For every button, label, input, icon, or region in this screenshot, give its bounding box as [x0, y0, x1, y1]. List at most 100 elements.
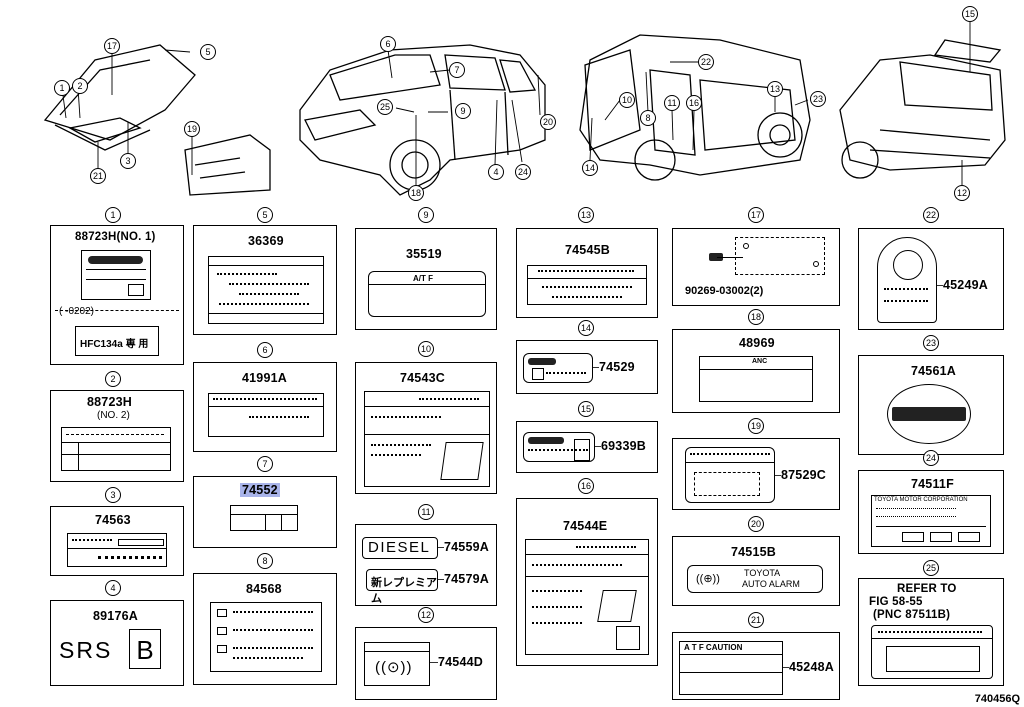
part-number: 74515B: [731, 545, 776, 559]
label-premium: 新レプレミアム: [366, 569, 438, 605]
panel-number-19: 19: [748, 418, 764, 434]
panel-number-18: 18: [748, 309, 764, 325]
panel-number-7: 7: [257, 456, 273, 472]
callout-22: 22: [698, 54, 714, 70]
label-illustration: [230, 505, 298, 531]
suv-front-illustration: [299, 44, 546, 196]
highlighted-part-number[interactable]: 74552: [240, 483, 280, 497]
reference-line-3: (PNC 87511B): [873, 609, 951, 621]
callout-18: 18: [408, 185, 424, 201]
callout-1: 1: [54, 80, 70, 96]
part-number: 41991A: [242, 371, 287, 385]
part-number: 74561A: [911, 364, 956, 378]
part-number-a: 74559A: [444, 540, 489, 554]
panel-number-24: 24: [923, 450, 939, 466]
panel-18: 48969 ANC: [672, 329, 840, 413]
suv-rear-illustration: [839, 54, 1006, 171]
label-illustration: [208, 256, 324, 324]
callout-8: 8: [640, 110, 656, 126]
part-number: 74544D: [438, 655, 483, 669]
door-hanger-label: [877, 237, 937, 323]
panel-4: 89176A SRS B: [50, 600, 184, 686]
panel-21: A T F CAUTION 45248A: [672, 632, 840, 700]
label-illustration: [871, 625, 993, 679]
panel-number-6: 6: [257, 342, 273, 358]
panel-22: 45249A: [858, 228, 1004, 330]
screw-icon: [709, 253, 723, 261]
callout-11: 11: [664, 95, 680, 111]
panel-20: 74515B ((⊕)) TOYOTA AUTO ALARM: [672, 536, 840, 606]
label-illustration: [525, 539, 649, 655]
hood-illustration: [43, 44, 196, 141]
panel-11: DIESEL 74559A 新レプレミアム 74579A: [355, 524, 497, 606]
part-number: 45248A: [789, 660, 834, 674]
panel-5: 36369: [193, 225, 337, 335]
panel-number-4: 4: [105, 580, 121, 596]
door-jamb-illustration: [184, 134, 271, 196]
sub-note: (NO. 2): [97, 410, 130, 421]
panel-6: 41991A: [193, 362, 337, 452]
part-number: 88723H(NO. 1): [75, 231, 156, 243]
panel-number-11: 11: [418, 504, 434, 520]
label-illustration: [61, 427, 171, 471]
part-number: 36369: [248, 234, 284, 248]
label-illustration: [523, 353, 593, 383]
panel-number-20: 20: [748, 516, 764, 532]
panel-8: 84568: [193, 573, 337, 685]
callout-9: 9: [455, 103, 471, 119]
callout-7: 7: [449, 62, 465, 78]
panel-16: 74544E: [516, 498, 658, 666]
label-illustration: A T F CAUTION: [679, 641, 783, 695]
panel-number-17: 17: [748, 207, 764, 223]
label-illustration: [210, 602, 322, 672]
part-number: 74529: [599, 360, 635, 374]
label-illustration: [364, 391, 490, 487]
part-number: 74544E: [563, 519, 608, 533]
callout-23: 23: [810, 91, 826, 107]
panel-number-1: 1: [105, 207, 121, 223]
panel-number-10: 10: [418, 341, 434, 357]
callout-24: 24: [515, 164, 531, 180]
part-number[interactable]: 74552: [240, 483, 280, 497]
sub-note: ( -0202): [59, 306, 95, 317]
panel-19: 87529C: [672, 438, 840, 510]
panel-number-8: 8: [257, 553, 273, 569]
suv-rear-open-illustration: [579, 34, 811, 176]
part-number: 84568: [246, 582, 282, 596]
panel-25: REFER TO FIG 58-55 (PNC 87511B): [858, 578, 1004, 686]
label-illustration: TOYOTA MOTOR CORPORATION: [871, 495, 991, 547]
part-number-b: 74579A: [444, 572, 489, 586]
panel-7: 74552: [193, 476, 337, 548]
panel-2: 88723H (NO. 2): [50, 390, 184, 482]
callout-19: 19: [184, 121, 200, 137]
reference-line-2: FIG 58-55: [869, 596, 923, 608]
panel-12: ((⊙)) 74544D: [355, 627, 497, 700]
callout-6: 6: [380, 36, 396, 52]
emblem-label: [887, 384, 971, 444]
part-number: 45249A: [943, 278, 988, 292]
part-number: 35519: [406, 247, 442, 261]
label-diesel: DIESEL: [362, 537, 438, 559]
part-number: 74511F: [911, 477, 954, 491]
label-illustration: ((⊙)): [364, 642, 430, 686]
panel-23: 74561A: [858, 355, 1004, 455]
panel-24: 74511F TOYOTA MOTOR CORPORATION: [858, 470, 1004, 554]
panel-number-13: 13: [578, 207, 594, 223]
sensor-symbol: ((⊙)): [375, 659, 413, 676]
label-text-srs: SRS: [59, 637, 113, 663]
callout-10: 10: [619, 92, 635, 108]
label-illustration: [685, 447, 775, 503]
callout-5: 5: [200, 44, 216, 60]
part-number: 87529C: [781, 468, 826, 482]
callout-2: 2: [72, 78, 88, 94]
panel-3: 74563: [50, 506, 184, 576]
panel-number-23: 23: [923, 335, 939, 351]
panel-number-14: 14: [578, 320, 594, 336]
alarm-symbol: ((⊕)): [696, 573, 720, 585]
callout-17: 17: [104, 38, 120, 54]
part-number: 74545B: [565, 243, 610, 257]
callout-15: 15: [962, 6, 978, 22]
part-number: 88723H: [87, 395, 132, 409]
panel-number-12: 12: [418, 607, 434, 623]
